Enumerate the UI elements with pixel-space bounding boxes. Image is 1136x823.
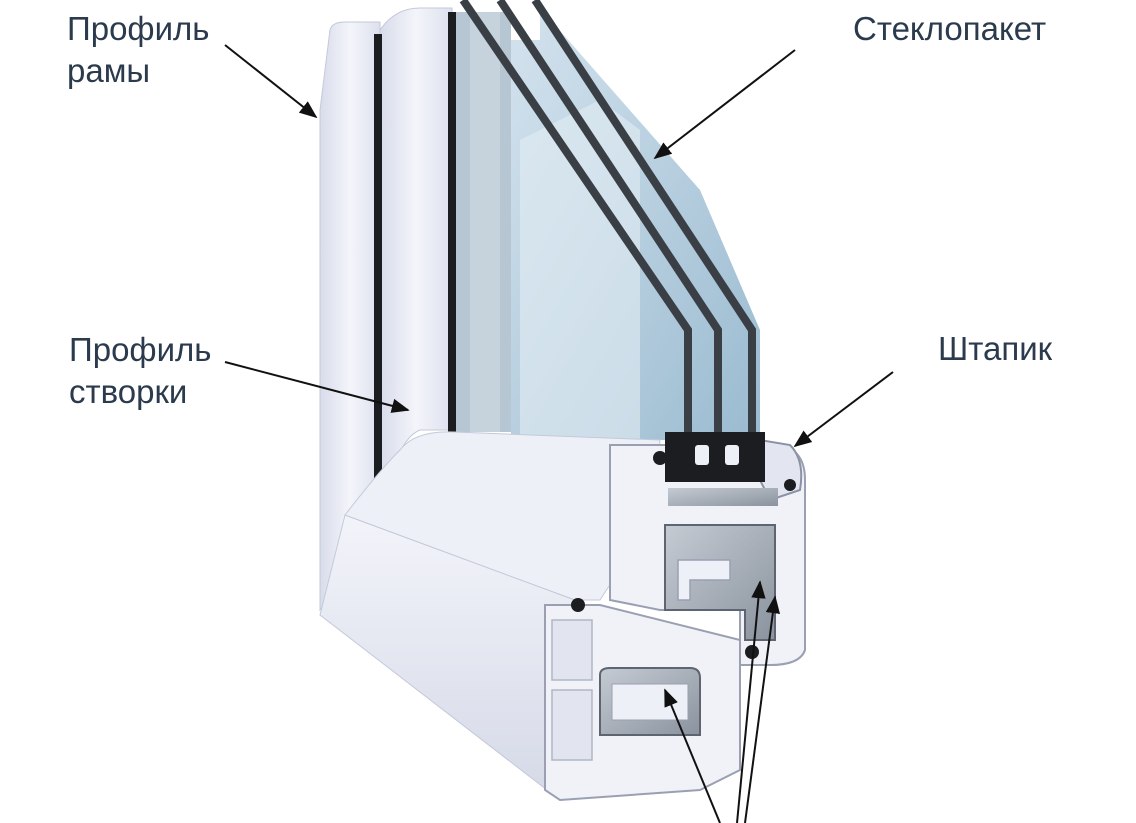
arrow-reinforcement-3: [744, 595, 781, 823]
label-sash-profile: Профиль створки: [69, 331, 212, 410]
arrow-sash-profile: [224, 361, 410, 413]
glass-seal: [665, 432, 765, 482]
gasket-1: [653, 451, 667, 465]
sash-inner-gasket: [448, 12, 456, 432]
label-frame-profile: Профиль рамы: [67, 10, 210, 89]
label-glazing-bead: Штапик: [938, 330, 1053, 367]
frame-gasket-line: [374, 34, 382, 510]
gasket-3: [745, 645, 759, 659]
label-glass-unit: Стеклопакет: [853, 10, 1047, 47]
spacer-frame-section: [668, 488, 778, 506]
glass-pane-3: [531, 0, 756, 440]
glass-pane-2: [496, 0, 722, 440]
arrow-reinforcement-2: [736, 580, 766, 823]
glass-pane-1: [459, 0, 692, 440]
arrow-glass-unit: [653, 49, 796, 160]
gasket-2: [571, 598, 585, 612]
arrow-frame-profile: [224, 44, 318, 119]
sash-steel-reinforcement: [664, 524, 776, 641]
gasket-4: [784, 479, 796, 491]
arrow-reinforcement-1: [664, 688, 721, 823]
arrow-glazing-bead: [793, 371, 894, 448]
sash-profile-bottom: [344, 431, 661, 601]
